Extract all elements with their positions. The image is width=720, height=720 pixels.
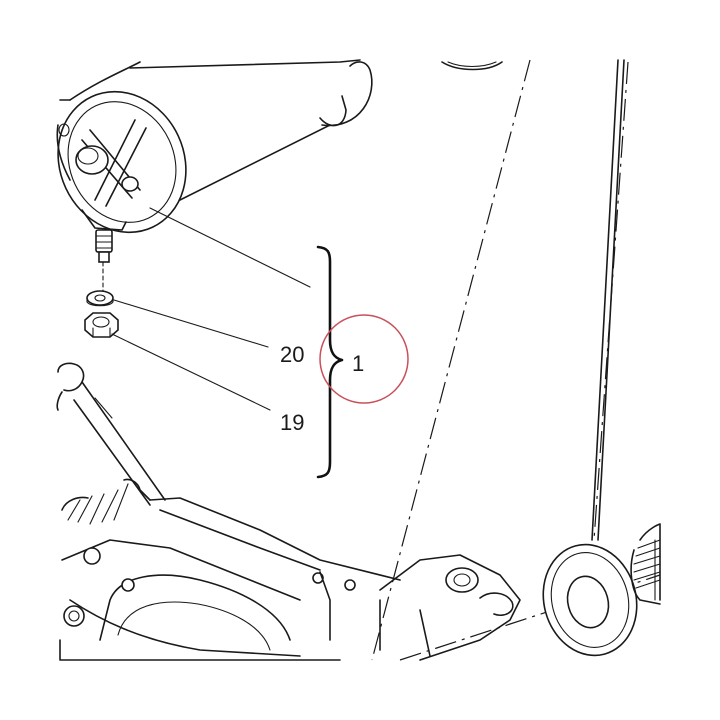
thrust-washer [542,543,638,657]
engine-block [59,478,521,661]
washer-part [86,290,114,307]
frame-edges [591,59,625,541]
gear-part [630,523,661,605]
grouping-brace [316,245,344,479]
starter-motor [56,59,503,263]
leader-lines [111,207,311,411]
mounting-rod [56,362,166,506]
callout-20: 20 [280,342,304,367]
callout-1: 1 [352,351,364,376]
nut-part [84,312,119,338]
callout-19: 19 [280,410,304,435]
highlight-circle [319,314,409,404]
